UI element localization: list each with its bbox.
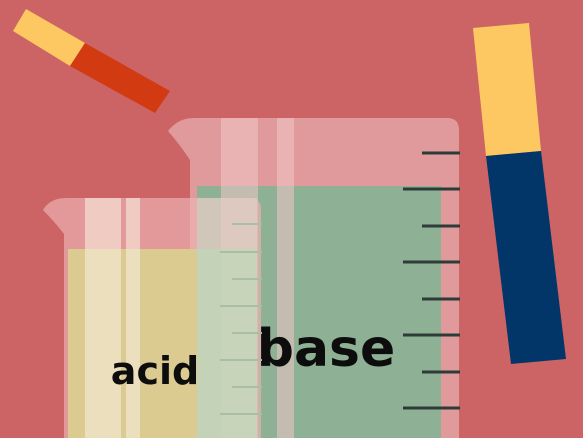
acid-beaker: acid xyxy=(43,198,262,438)
litmus-strip-base xyxy=(473,23,566,364)
acid-label: acid xyxy=(111,349,199,393)
glass-highlight xyxy=(197,198,257,438)
glass-highlight xyxy=(85,198,121,438)
glass-highlight xyxy=(126,198,140,438)
strip-dry-end xyxy=(473,23,541,156)
base-label: base xyxy=(257,319,396,379)
acid-liquid-overlap xyxy=(197,249,257,438)
litmus-strip-acid xyxy=(13,9,170,113)
strip-dry-end xyxy=(13,9,85,66)
glass-highlight xyxy=(277,118,294,438)
measurement-ticks xyxy=(403,151,460,410)
measurement-ticks xyxy=(220,223,262,415)
strip-red-end xyxy=(70,43,170,113)
strip-blue-end xyxy=(486,151,566,364)
